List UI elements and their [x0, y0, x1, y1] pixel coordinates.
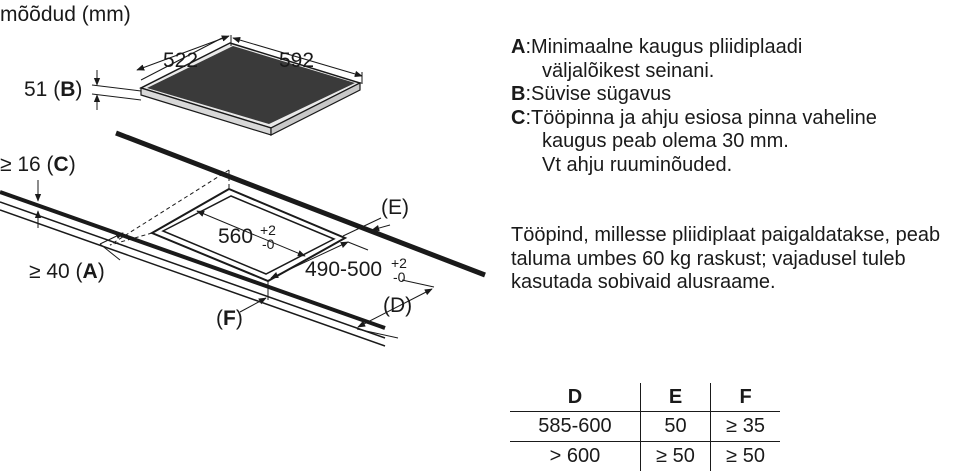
cutout-width-value: 560 [218, 225, 253, 248]
cutout-width-tol-upper: +2 [260, 222, 276, 238]
cutout-f-dimension [239, 281, 269, 313]
table-cell: 585-600 [510, 411, 641, 442]
hob-width-dimension [136, 35, 232, 81]
cutout-depth-value: 490-500 [305, 258, 382, 281]
hob-width-value: 522 [163, 49, 198, 72]
table-row: > 600 ≥ 50 ≥ 50 [510, 441, 780, 471]
edge-distance-ref: A [83, 260, 98, 283]
worktop-load-note: Tööpind, millesse pliidiplaat paigaldata… [511, 224, 941, 293]
legend-key-b: B [511, 83, 526, 105]
table-cell: ≥ 50 [639, 441, 711, 471]
table-cell: > 600 [510, 441, 641, 471]
legend-text-b-line1: Süvise sügavus [531, 83, 672, 105]
table-header: D [567, 385, 583, 408]
table-cell: ≥ 50 [710, 441, 780, 471]
dimension-legend: A: Minimaalne kaugus pliidiplaadi väljal… [511, 36, 956, 177]
hob-height-dimension [91, 70, 142, 110]
legend-item-a: A: Minimaalne kaugus pliidiplaadi [511, 36, 803, 58]
worktop-thickness-value: ≥ 16 [0, 153, 41, 176]
worktop-illustration [0, 190, 386, 347]
units-label: mõõdud (mm) [0, 3, 131, 26]
table-cell: ≥ 35 [710, 411, 780, 442]
table-header-row: D E F [510, 383, 780, 412]
hob-depth-value: 592 [279, 49, 314, 72]
cutout-f-ref: F [223, 307, 236, 330]
cutout-e-dimension [342, 217, 391, 237]
table-header: E [639, 383, 711, 412]
table-row: 585-600 50 ≥ 35 [510, 411, 780, 442]
worktop-thickness-ref: C [54, 153, 69, 176]
cutout-depth-label: 490-500 [305, 258, 382, 281]
cutout-d-ref: D [390, 294, 405, 317]
cutout-depth-dimension [270, 241, 369, 279]
cutout-width-tol-lower: -0 [262, 236, 275, 252]
cutout-f-label: (F) [216, 307, 243, 330]
cutout-e-label: (E) [381, 196, 409, 219]
cutout-width-label: 560 [218, 225, 253, 248]
legend-item-c: C: Tööpinna ja ahju esiosa pinna vahelin… [511, 106, 877, 129]
table-header: F [710, 383, 780, 412]
hob-height-ref: B [60, 78, 75, 101]
table-cell: 50 [639, 411, 711, 442]
cutout-d-dimension [356, 279, 435, 339]
legend-key-c: C [511, 106, 526, 129]
legend-text-c-line3: Vt ahju ruuminõuded. [542, 153, 733, 176]
legend-text-a-line1: Minimaalne kaugus pliidiplaadi [531, 36, 803, 58]
legend-key-a: A [511, 36, 526, 58]
edge-distance-label: ≥ 40 (A) [29, 260, 105, 283]
legend-text-a-line2: väljalõikest seinani. [542, 59, 715, 82]
cutout-depth-tol-lower: -0 [393, 269, 406, 285]
cutout-d-label: (D) [383, 294, 412, 317]
cutout-e-ref: E [388, 196, 402, 219]
legend-text-c-line1: Tööpinna ja ahju esiosa pinna vaheline [531, 106, 877, 129]
legend-item-b: B: Süvise sügavus [511, 83, 672, 105]
hob-height-value: 51 [24, 78, 47, 101]
hob-height-label: 51 (B) [24, 78, 82, 101]
worktop-rear-edge [115, 130, 486, 278]
edge-distance-dimension [99, 232, 124, 261]
cutout-depth-tol-upper: +2 [391, 255, 407, 271]
hob-depth-dimension [232, 36, 363, 84]
edge-distance-value: ≥ 40 [29, 260, 70, 283]
worktop-thickness-label: ≥ 16 (C) [0, 153, 76, 176]
legend-text-c-line2: kaugus peab olema 30 mm. [542, 130, 789, 152]
dimension-table: D E F 585-600 50 ≥ 35 > 600 ≥ 50 ≥ 50 [510, 383, 780, 471]
